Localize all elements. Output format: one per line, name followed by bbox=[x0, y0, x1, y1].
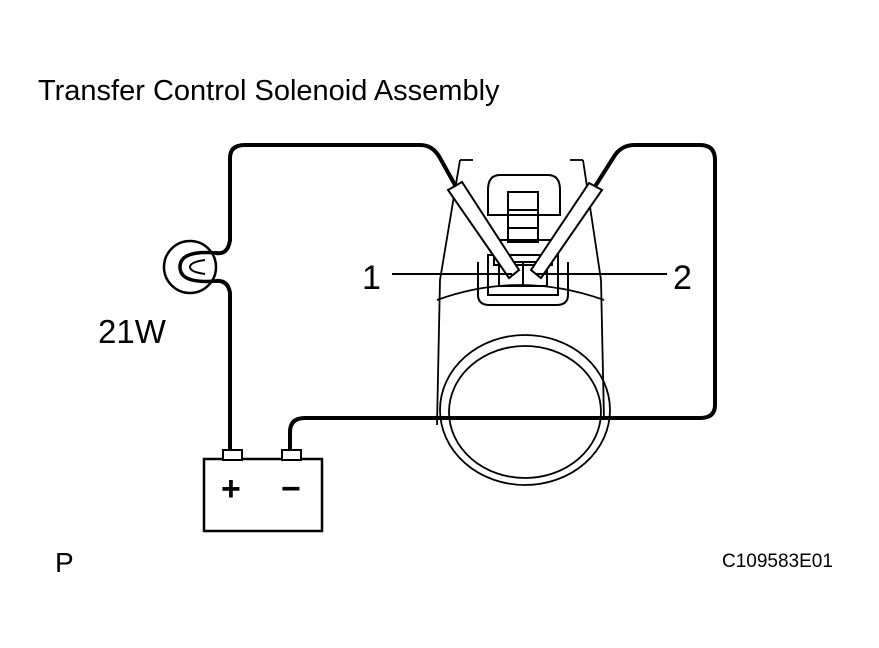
figure-code: C109583E01 bbox=[722, 551, 833, 572]
filament-icon bbox=[178, 250, 217, 284]
diagram-title: Transfer Control Solenoid Assembly bbox=[38, 75, 500, 107]
bulb-wattage-label: 21W bbox=[98, 313, 167, 350]
battery-negative-post bbox=[281, 449, 302, 461]
probe-lead-right bbox=[529, 181, 604, 280]
battery-positive-post bbox=[222, 449, 243, 461]
corner-letter: P bbox=[55, 547, 74, 578]
terminal-1-label: 1 bbox=[362, 259, 381, 297]
battery: + − bbox=[202, 449, 324, 533]
bulb-21w bbox=[162, 238, 232, 295]
probe-lead-left bbox=[446, 180, 521, 280]
circuit-wires bbox=[228, 143, 717, 454]
terminal-2-label: 2 bbox=[673, 259, 692, 297]
battery-plus-sign: + bbox=[221, 470, 241, 508]
battery-minus-sign: − bbox=[281, 470, 301, 508]
